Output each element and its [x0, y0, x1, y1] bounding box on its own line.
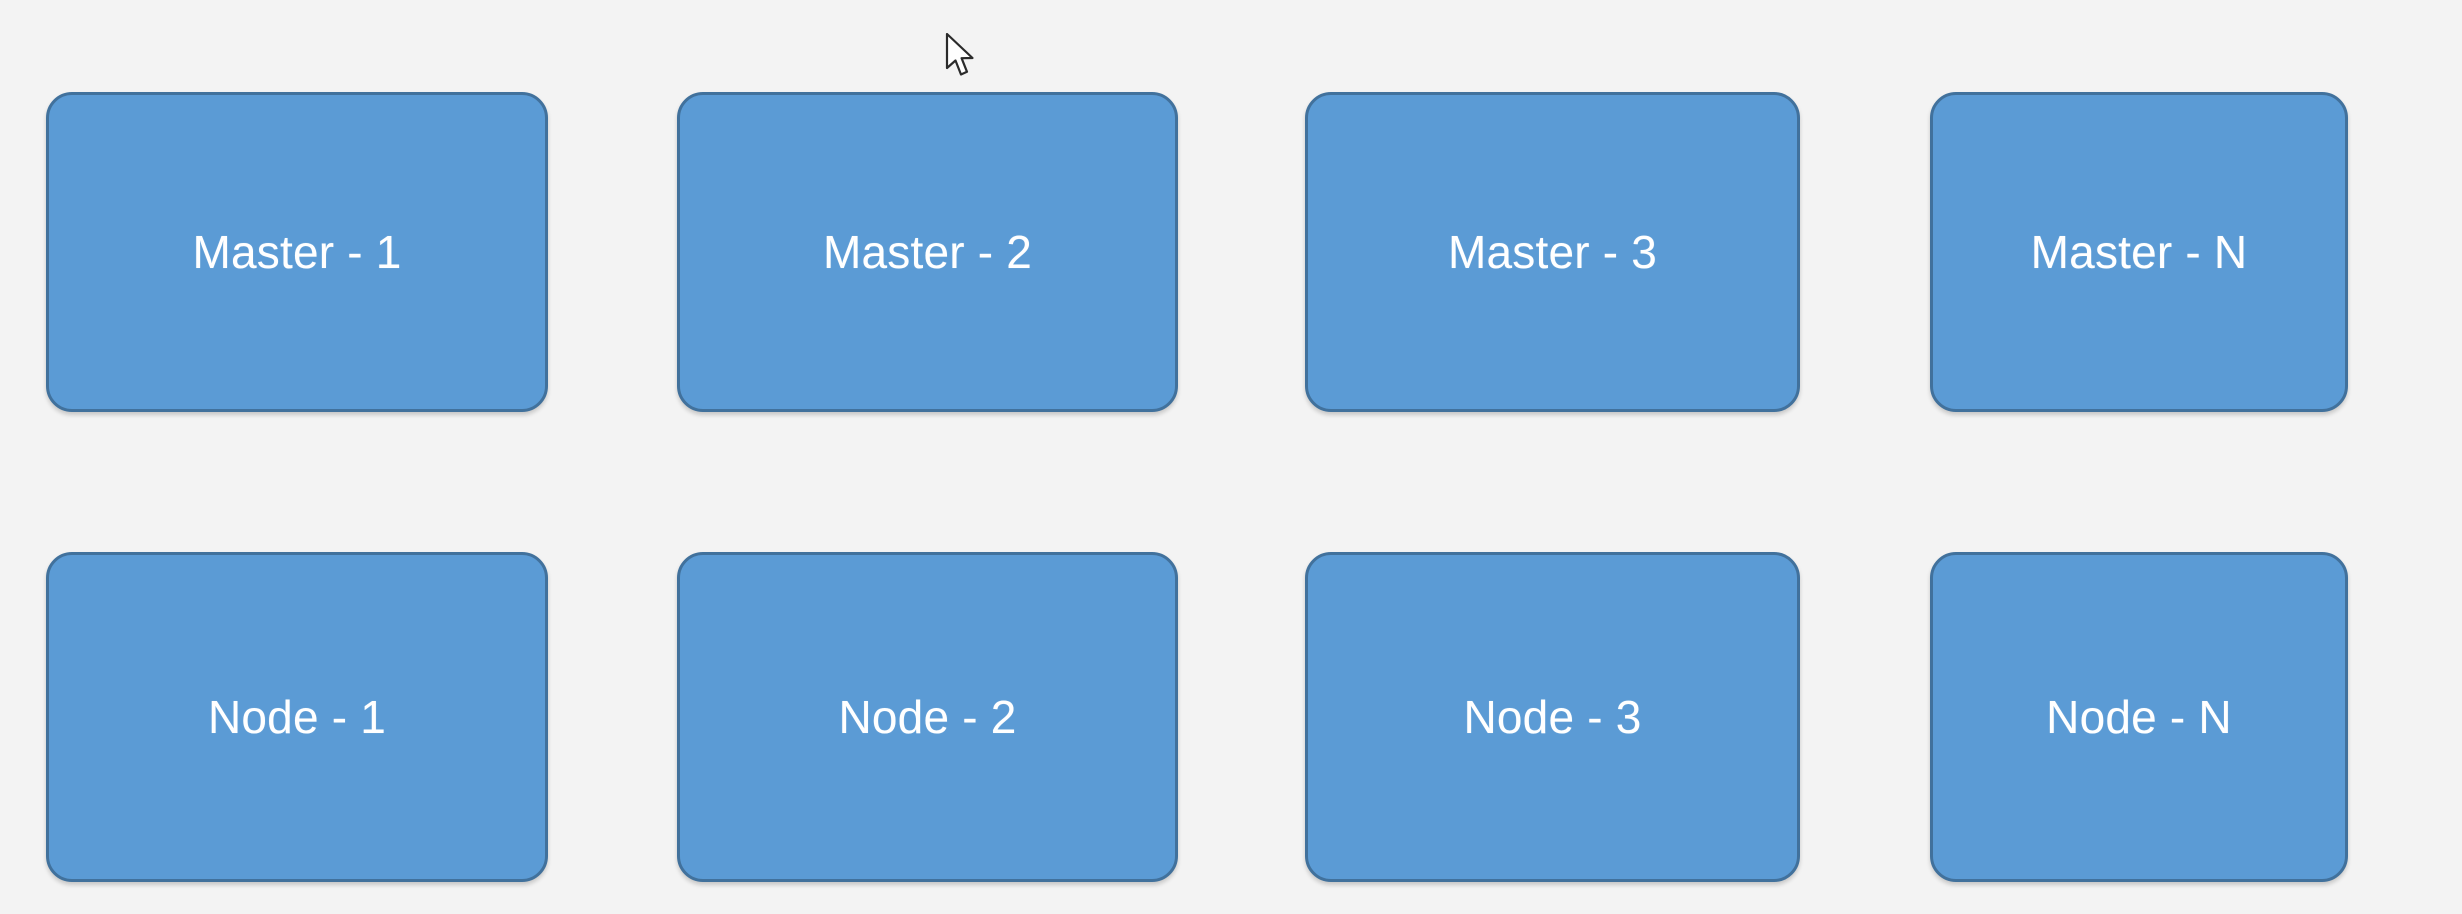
- diagram-node-label: Node - 3: [1463, 691, 1642, 743]
- diagram-node[interactable]: Node - 2: [677, 552, 1178, 882]
- diagram-node[interactable]: Node - 3: [1305, 552, 1800, 882]
- diagram-node[interactable]: Master - 1: [46, 92, 548, 412]
- diagram-node-label: Master - 3: [1447, 226, 1658, 278]
- diagram-node-label: Master - N: [2030, 226, 2248, 278]
- mouse-cursor: [945, 32, 979, 81]
- diagram-node[interactable]: Node - N: [1930, 552, 2348, 882]
- diagram-node-label: Master - 1: [192, 226, 402, 278]
- diagram-node-label: Node - 1: [207, 691, 387, 743]
- diagram-node[interactable]: Master - N: [1930, 92, 2348, 412]
- diagram-node[interactable]: Master - 3: [1305, 92, 1800, 412]
- diagram-node-label: Node - 2: [838, 691, 1017, 743]
- diagram-node-label: Node - N: [2046, 691, 2232, 743]
- arrow-pointer-icon: [945, 32, 974, 76]
- diagram-node-label: Master - 2: [822, 226, 1033, 278]
- diagram-node[interactable]: Master - 2: [677, 92, 1178, 412]
- diagram-node[interactable]: Node - 1: [46, 552, 548, 882]
